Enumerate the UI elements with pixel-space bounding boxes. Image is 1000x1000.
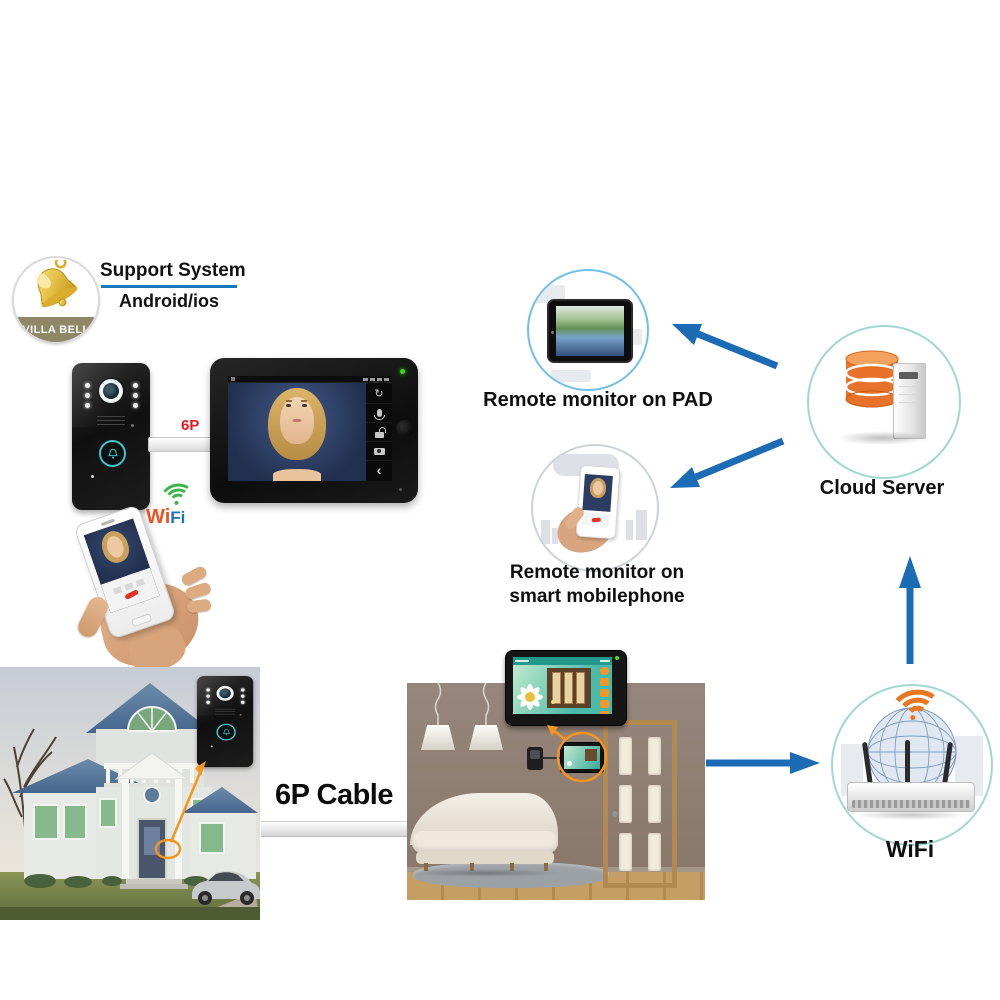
doorbell-body xyxy=(72,363,150,510)
cable-6p-long-label: 6P Cable xyxy=(275,779,393,811)
capture-camera-icon[interactable] xyxy=(366,442,392,461)
doorbell-camera-icon xyxy=(216,685,234,701)
pendant-lamp xyxy=(469,683,503,750)
home-button[interactable] xyxy=(130,613,153,628)
cable-6p-label: 6P xyxy=(181,417,200,434)
cable-6p-long xyxy=(261,821,407,837)
support-line1: Support System xyxy=(100,260,246,281)
wall-monitor-screen xyxy=(513,657,612,714)
interior-door xyxy=(603,720,677,888)
doorbell-speaker xyxy=(97,413,125,428)
logo-banner: VILLA BELL xyxy=(14,317,98,342)
smartphone-screen xyxy=(582,474,613,512)
wall-monitor-enlarged xyxy=(505,650,627,726)
wifi-signal-icon xyxy=(887,686,947,739)
pendant-lamp xyxy=(421,683,455,750)
router-icon xyxy=(847,782,975,812)
doorbell-led xyxy=(133,383,138,388)
doorbell-led xyxy=(133,393,138,398)
node-remote-mobile xyxy=(531,444,659,572)
mic-icon[interactable] xyxy=(366,404,392,423)
node-wifi xyxy=(831,684,993,846)
arrow-cloud-to-pad xyxy=(672,324,779,370)
node-cloud-server xyxy=(807,325,961,479)
door-knob xyxy=(612,811,618,817)
wifi-signal-icon xyxy=(156,480,199,519)
monitor-mic-hole xyxy=(399,488,402,491)
hangup-icon[interactable] xyxy=(124,589,140,600)
doorbell-bell-button[interactable] xyxy=(99,440,126,467)
monitor-menu: ↻ ‹ xyxy=(366,383,392,481)
logo-brand-text: VILLA BELL xyxy=(22,323,90,336)
villa-bell-logo-icon xyxy=(35,260,78,308)
label-remote-mobile: Remote monitor on smart mobilephone xyxy=(509,562,685,608)
monitor-ui-buttons xyxy=(600,667,609,714)
label-remote-pad: Remote monitor on PAD xyxy=(483,389,713,411)
wall-doorbell-unit xyxy=(527,747,543,770)
doorbell-pinhole xyxy=(131,424,134,427)
visitor-video-feed xyxy=(228,383,366,481)
doorbell-wire xyxy=(543,757,560,759)
support-text-block: Support System Android/ios xyxy=(100,260,246,312)
server-tower-icon xyxy=(893,363,926,439)
arrow-cloud-to-mobile xyxy=(670,437,785,488)
doorbell-led xyxy=(85,393,90,398)
power-led xyxy=(400,369,405,374)
wall-monitor xyxy=(560,742,604,773)
hangup-icon xyxy=(591,517,601,522)
doorbell-camera-icon xyxy=(99,379,123,403)
indoor-monitor: ↻ ‹ xyxy=(210,358,418,503)
support-line2: Android/ios xyxy=(119,291,219,311)
unlock-icon[interactable] xyxy=(366,423,392,442)
router-antenna xyxy=(905,740,910,784)
camera-feed-thumbnail xyxy=(547,668,591,708)
arrow-wifi-to-cloud xyxy=(899,556,921,664)
hand-with-smartphone xyxy=(73,504,215,679)
doorbell-mic-hole xyxy=(91,475,94,478)
doorbell-led xyxy=(133,403,138,408)
villa-bell-logo: VILLA BELL xyxy=(12,256,100,344)
tablet-device xyxy=(547,299,633,363)
doorbell-bell-button xyxy=(216,723,236,741)
doorbell-led xyxy=(85,383,90,388)
doorbell-bell-button-icon xyxy=(107,448,118,459)
back-icon[interactable]: ‹ xyxy=(376,462,382,478)
monitor-screen: ↻ ‹ xyxy=(228,376,392,481)
label-cloud-server: Cloud Server xyxy=(819,477,945,499)
monitor-speaker xyxy=(396,420,413,437)
monitor-statusbar xyxy=(228,376,392,383)
room-photo xyxy=(407,683,705,900)
node-remote-pad xyxy=(527,269,649,391)
tablet-screen xyxy=(556,306,624,356)
sofa xyxy=(410,793,560,877)
database-icon xyxy=(845,350,899,408)
doorbell-inset xyxy=(197,676,254,768)
wifi-badge-text: WiFi xyxy=(146,506,186,528)
doorbell-led xyxy=(85,403,90,408)
lamp-cords xyxy=(434,683,490,725)
smartphone xyxy=(575,464,621,540)
wifi-badge: WiFi xyxy=(146,480,206,529)
doorbell-unit xyxy=(72,363,150,510)
power-led xyxy=(615,656,619,660)
support-divider xyxy=(101,285,237,288)
car xyxy=(192,871,260,905)
arrow-room-to-wifi xyxy=(706,752,820,774)
refresh-icon[interactable]: ↻ xyxy=(366,385,392,404)
label-wifi: WiFi xyxy=(885,836,935,862)
